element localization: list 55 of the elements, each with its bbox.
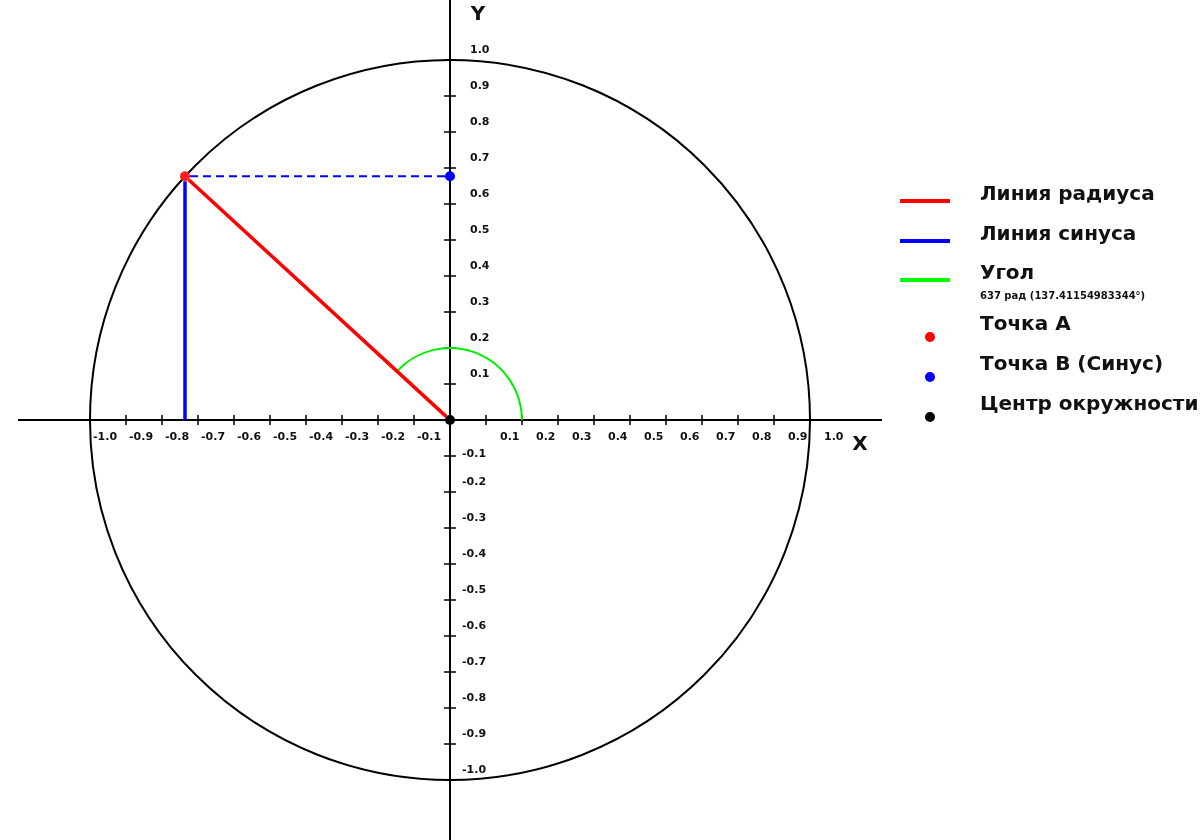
axis-tick-label: -1.0 <box>93 430 118 443</box>
axis-tick-label: -0.4 <box>462 547 487 560</box>
axis-tick-label: -0.8 <box>462 691 487 704</box>
axis-tick-label: -0.4 <box>309 430 334 443</box>
center-point <box>445 415 455 425</box>
axis-tick-label: 0.1 <box>470 367 490 380</box>
axis-tick-label: -0.8 <box>165 430 190 443</box>
axis-tick-label: 0.5 <box>470 223 490 236</box>
axis-tick-label: 0.4 <box>470 259 490 272</box>
axis-tick-label: 0.4 <box>608 430 628 443</box>
legend-label: Точка А <box>980 311 1071 335</box>
legend-label: Линия радиуса <box>980 181 1155 205</box>
axis-tick-label: -0.2 <box>462 475 487 488</box>
legend-label: Центр окружности <box>980 391 1199 415</box>
axis-tick-label: -0.7 <box>201 430 226 443</box>
axis-tick-label: -0.5 <box>462 583 487 596</box>
axis-tick-label: 1.0 <box>470 43 490 56</box>
axis-tick-label: 0.2 <box>470 331 490 344</box>
axis-tick-label: 0.1 <box>500 430 520 443</box>
axis-label: Y <box>470 0 486 25</box>
axis-tick-label: -0.2 <box>381 430 406 443</box>
legend-label: Точка В (Синус) <box>980 351 1164 375</box>
axis-tick-label: 0.7 <box>470 151 490 164</box>
axis-tick-label: -0.6 <box>237 430 262 443</box>
axis-tick-label: -0.9 <box>129 430 154 443</box>
axis-tick-label: 0.3 <box>470 295 490 308</box>
axis-tick-label: 0.9 <box>470 79 490 92</box>
axis-tick-label: -0.3 <box>345 430 370 443</box>
sine-line <box>183 181 187 420</box>
point-marker <box>180 171 190 182</box>
radius-line <box>187 178 448 418</box>
axis-tick-label: 0.7 <box>716 430 736 443</box>
axis-tick-label: 0.3 <box>572 430 592 443</box>
axis-tick-label: 1.0 <box>824 430 844 443</box>
legend-label: Угол <box>980 260 1035 284</box>
axis-tick-label: -0.1 <box>417 430 442 443</box>
axis-tick-label: -0.5 <box>273 430 298 443</box>
axis-tick-label: 0.6 <box>680 430 700 443</box>
axis-tick-label: 0.8 <box>470 115 490 128</box>
axis-tick-label: -0.1 <box>462 447 487 460</box>
axis-tick-label: -0.3 <box>462 511 487 524</box>
axis-tick-label: 0.6 <box>470 187 490 200</box>
axis-tick-label: -0.9 <box>462 727 487 740</box>
axis-label: X <box>852 430 868 455</box>
axis-tick-label: -1.0 <box>462 763 487 776</box>
axis-tick-label: 0.8 <box>752 430 772 443</box>
legend-label: Линия синуса <box>980 221 1137 245</box>
point-marker <box>445 171 455 182</box>
projection-line <box>189 175 446 178</box>
axis-tick-label: 0.9 <box>788 430 808 443</box>
axis-tick-label: 0.5 <box>644 430 664 443</box>
angle-value-label: 637 рад (137.41154983344°) <box>980 290 1146 302</box>
axis-tick-label: 0.2 <box>536 430 556 443</box>
axis-tick-label: -0.6 <box>462 619 487 632</box>
axis-tick-label: -0.7 <box>462 655 487 668</box>
